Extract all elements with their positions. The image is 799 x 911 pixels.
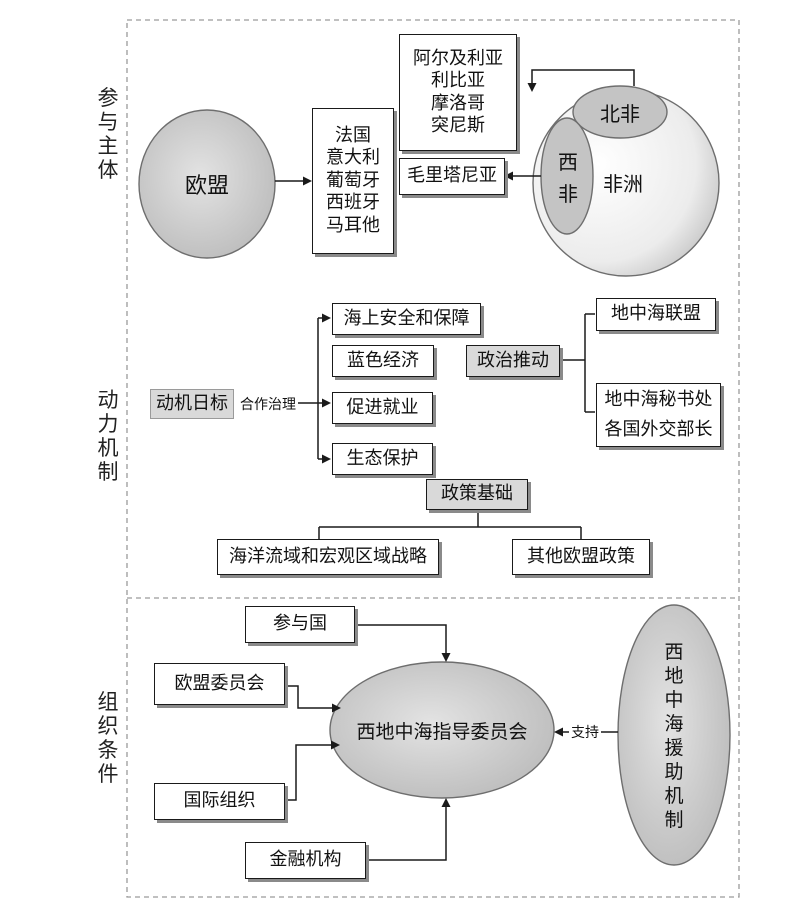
section-char: 织 (97, 714, 119, 738)
political-item-secretariat-ministers: 地中海秘书处 各国外交部长 (596, 383, 721, 447)
goal-box: 动机日标 (150, 389, 234, 419)
north-africa-country: 摩洛哥 (431, 92, 485, 114)
aid-char: 机 (664, 785, 684, 807)
aid-mechanism-ellipse (617, 604, 731, 866)
section-char: 体 (97, 158, 119, 182)
policy-item-label: 其他欧盟政策 (527, 545, 635, 567)
goal-item-maritime-security: 海上安全和保障 (332, 303, 481, 335)
goal-item-label: 海上安全和保障 (343, 307, 470, 329)
aid-char: 援 (664, 737, 684, 759)
arrow-participants (355, 624, 451, 662)
aid-char: 海 (664, 713, 684, 735)
north-africa-country: 阿尔及利亚 (413, 47, 503, 69)
north-africa-country: 利比亚 (431, 70, 485, 91)
member-country: 西班牙 (326, 192, 380, 214)
political-item-label: 各国外交部长 (604, 419, 713, 440)
section-char: 力 (97, 412, 119, 436)
political-item-label: 地中海秘书处 (604, 389, 713, 410)
policy-box: 政策基础 (426, 479, 528, 510)
policy-item-strategy: 海洋流域和宏观区域战略 (217, 539, 439, 575)
section-char: 制 (97, 460, 119, 484)
north-africa-ellipse (572, 85, 668, 139)
input-intl-orgs: 国际组织 (154, 783, 285, 820)
arrow-finance (366, 798, 451, 861)
input-participants: 参与国 (245, 606, 355, 643)
arrow-intl-orgs (285, 740, 340, 801)
input-label: 参与国 (273, 613, 327, 635)
goal-item-label: 促进就业 (346, 396, 419, 418)
governance-label: 合作治理 (238, 394, 298, 414)
support-label: 支持 (569, 722, 601, 742)
policy-label: 政策基础 (441, 483, 513, 505)
goal-item-blue-economy: 蓝色经济 (332, 345, 434, 377)
political-item-label: 地中海联盟 (611, 303, 701, 325)
aid-char: 制 (664, 809, 684, 831)
committee-label: 西地中海指导委员会 (356, 720, 528, 743)
political-label: 政治推动 (477, 349, 549, 371)
africa-label: 非洲 (603, 172, 643, 196)
section-char: 动 (97, 388, 119, 412)
aid-char: 地 (664, 665, 684, 687)
goal-label: 动机日标 (156, 392, 228, 414)
member-country: 法国 (335, 124, 371, 146)
input-label: 国际组织 (183, 790, 256, 812)
eu-members-box: 法国 意大利 葡萄牙 西班牙 马耳他 (312, 108, 394, 254)
goal-item-ecology: 生态保护 (332, 443, 433, 475)
outer-frame (126, 19, 740, 898)
member-country: 意大利 (326, 147, 380, 169)
section-char: 参 (97, 86, 119, 110)
west-africa-country: 毛里塔尼亚 (407, 165, 497, 187)
policy-item-other-eu: 其他欧盟政策 (512, 539, 650, 575)
arrow-north-africa (527, 69, 635, 92)
section-char: 机 (97, 436, 119, 460)
west-africa-char: 非 (558, 182, 578, 206)
section-label-participants: 参 与 主 体 (92, 86, 124, 182)
input-label: 金融机构 (269, 849, 342, 871)
arrow-eu-commission (285, 685, 341, 713)
goal-item-employment: 促进就业 (332, 392, 433, 424)
aid-char: 中 (664, 689, 684, 711)
north-africa-countries-box: 阿尔及利亚 利比亚 摩洛哥 突尼斯 (399, 34, 517, 151)
eu-node: 欧盟 (139, 110, 275, 258)
section-label-organization: 组 织 条 件 (92, 690, 124, 786)
eu-label: 欧盟 (184, 174, 229, 199)
section-char: 条 (97, 738, 119, 762)
goal-item-label: 蓝色经济 (347, 349, 419, 371)
input-label: 欧盟委员会 (174, 672, 265, 694)
west-africa-char: 西 (558, 150, 578, 174)
political-box: 政治推动 (466, 345, 560, 377)
eu-ellipse (138, 109, 276, 259)
policy-item-label: 海洋流域和宏观区域战略 (229, 545, 427, 567)
section-label-motivation: 动 力 机 制 (92, 388, 124, 484)
section-char: 主 (97, 134, 119, 158)
goal-item-label: 生态保护 (346, 447, 419, 469)
input-eu-commission: 欧盟委员会 (154, 663, 285, 705)
north-africa-node: 北非 (573, 97, 667, 127)
west-africa-country-box: 毛里塔尼亚 (399, 158, 505, 195)
section-char: 与 (97, 110, 119, 134)
member-country: 马耳他 (326, 214, 380, 236)
political-item-union: 地中海联盟 (596, 298, 716, 331)
north-africa-label: 北非 (600, 101, 640, 126)
committee-node: 西地中海指导委员会 (330, 662, 554, 798)
aid-char: 助 (664, 761, 684, 783)
north-africa-country: 突尼斯 (431, 115, 485, 136)
west-africa-node: 西 非 (553, 146, 583, 210)
section-char: 件 (97, 762, 119, 786)
member-country: 葡萄牙 (326, 169, 380, 191)
aid-char: 西 (664, 641, 684, 663)
section-char: 组 (97, 690, 119, 714)
input-finance: 金融机构 (245, 842, 366, 879)
aid-mechanism-node: 西 地 中 海 援 助 机 制 (660, 640, 688, 832)
